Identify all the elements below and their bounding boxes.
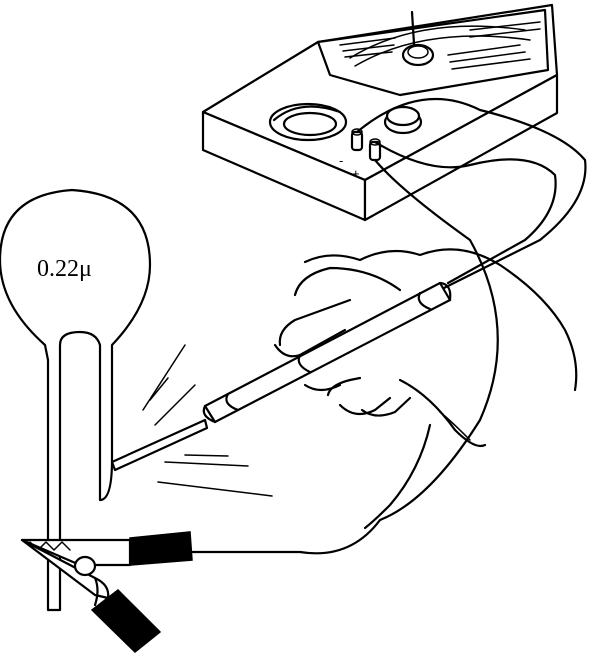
probe-body bbox=[203, 281, 452, 424]
meter-range-selector bbox=[268, 102, 348, 142]
spark-lines bbox=[142, 344, 273, 497]
meter-scale-stripes bbox=[339, 21, 541, 70]
meter-ohm-adjust-knob bbox=[383, 105, 423, 135]
clip-pivot bbox=[73, 555, 97, 577]
alligator-clip bbox=[20, 531, 193, 654]
terminal-plus-label: + bbox=[352, 166, 360, 181]
clip-insulator-upper bbox=[129, 531, 193, 566]
capacitor-value-label: 0.22μ bbox=[37, 256, 92, 282]
terminal-minus-label: - bbox=[339, 153, 343, 168]
test-probe bbox=[110, 281, 452, 472]
ceramic-capacitor: 0.22μ bbox=[0, 188, 152, 612]
capacitor-body bbox=[0, 188, 152, 612]
clip-insulator-lower bbox=[90, 589, 162, 654]
meter-side-face bbox=[363, 73, 559, 222]
probe-tip bbox=[110, 418, 209, 472]
multimeter: - + bbox=[201, 3, 559, 222]
test-leads bbox=[188, 98, 587, 555]
clip-lead-wire bbox=[188, 158, 499, 555]
probe-lead-wire bbox=[355, 98, 587, 292]
meter-zero-adjust-knob bbox=[401, 43, 435, 67]
